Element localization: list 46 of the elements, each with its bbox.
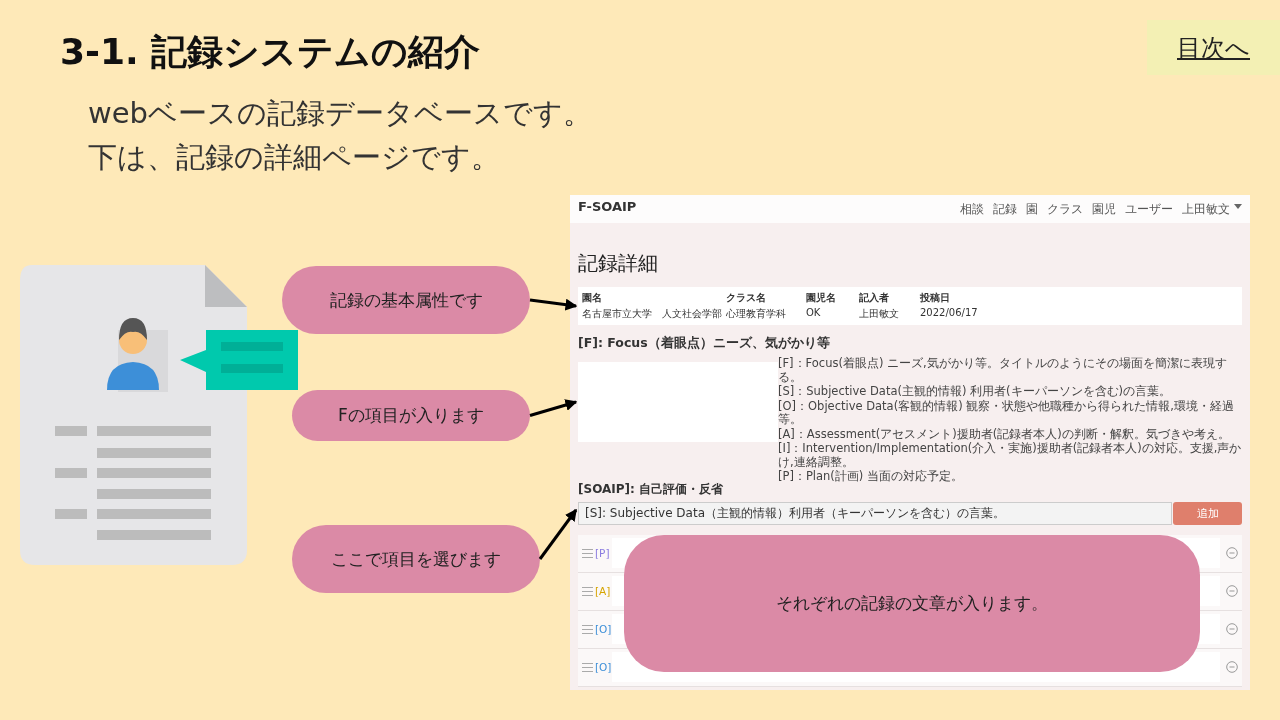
- table-header: 記入者: [859, 291, 889, 305]
- help-text: [I]：Intervention/Implementation(介入・実施)援助者(記録者本人)の対応。支援,声かけ,連絡調整。: [778, 442, 1243, 469]
- subtitle-text: 下は、記録の詳細ページです。: [88, 139, 500, 176]
- arrow: [529, 399, 578, 417]
- nav-link: ユーザー: [1125, 201, 1173, 218]
- page-heading: 記録詳細: [578, 250, 658, 277]
- section-heading: [SOAIP]: 自己評価・反省: [578, 481, 723, 498]
- add-button: 追加: [1173, 502, 1242, 525]
- overlay-pill: それぞれの記録の文章が入ります。: [624, 535, 1200, 672]
- help-text: [O]：Objective Data(客観的情報) 観察・状態や他職種から得られた情報,環境・経過等。: [778, 399, 1235, 427]
- app-title: F-SOAIP: [578, 199, 637, 214]
- callout-pill: 記録の基本属性です: [282, 266, 530, 334]
- table-cell: 2022/06/17: [920, 307, 978, 318]
- link-button: 目次へ: [1147, 20, 1280, 75]
- row-tag: [P]: [595, 547, 610, 559]
- help-text: [A]：Assessment(アセスメント)援助者(記録者本人)の判断・解釈。気づきや考え。: [778, 427, 1231, 441]
- nav-link: 園: [1026, 201, 1038, 218]
- attribute-table: [578, 287, 1242, 325]
- table-header: クラス名: [726, 291, 766, 305]
- callout-pill: Fの項目が入ります: [292, 390, 530, 441]
- nav-link: 相談: [960, 201, 984, 218]
- help-text: [F]：Focus(着眼点) ニーズ,気がかり等。タイトルのようにその場面を簡潔に表現する。: [778, 357, 1228, 384]
- help-text: [P]：Plan(計画) 当面の対応予定。: [778, 470, 964, 484]
- table-header: 投稿日: [920, 291, 950, 305]
- row-tag: [O]: [595, 661, 612, 673]
- subtitle-text: webベースの記録データベースです。: [88, 95, 592, 132]
- help-text: [S]：Subjective Data(主観的情報) 利用者(キーパーソンを含む)の言葉。: [778, 385, 1173, 399]
- table-header: 園児名: [806, 291, 836, 305]
- nav-link: 記録: [993, 201, 1017, 218]
- arrow: [529, 298, 578, 311]
- table-cell: 心理教育学科: [726, 307, 786, 321]
- table-cell: OK: [806, 307, 821, 318]
- nav-link: クラス: [1047, 201, 1083, 218]
- table-cell: 上田敏文: [859, 307, 899, 321]
- nav-link: 上田敏文: [1182, 201, 1230, 218]
- row-tag: [A]: [595, 585, 611, 597]
- table-cell: 名古屋市立大学 人文社会学部: [582, 307, 722, 321]
- row-tag: [O]: [595, 623, 612, 635]
- callout-pill: ここで項目を選びます: [292, 525, 540, 593]
- arrow: [538, 508, 578, 560]
- text-area: [578, 362, 778, 442]
- section-heading: [F]: Focus（着眼点）ニーズ、気がかり等: [578, 335, 830, 352]
- table-header: 園名: [582, 291, 602, 305]
- select-field: [S]: Subjective Data（主観的情報）利用者（キーパーソンを含む）の言葉。: [578, 502, 1172, 525]
- slide-title: 3-1. 記録システムの紹介: [60, 30, 481, 74]
- nav-link: 園児: [1092, 201, 1116, 218]
